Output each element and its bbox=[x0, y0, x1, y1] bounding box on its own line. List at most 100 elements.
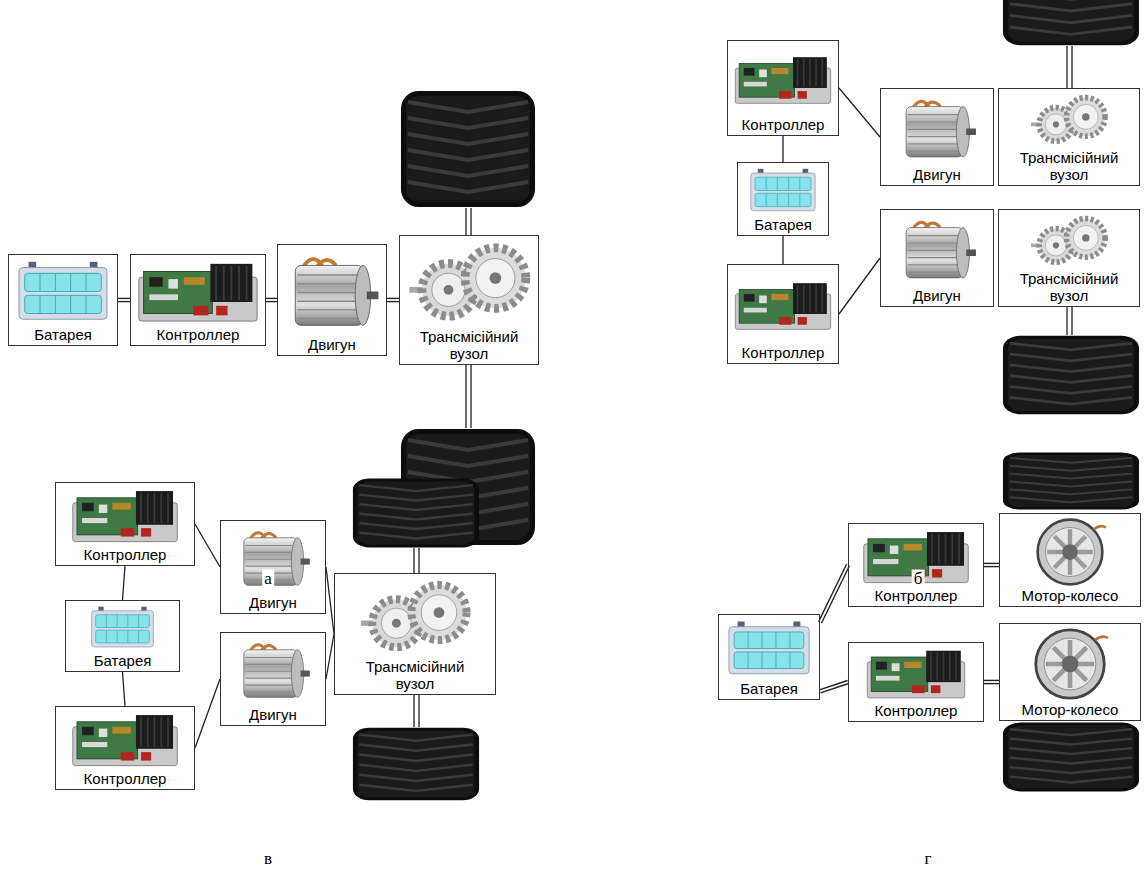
motor-picture bbox=[244, 645, 310, 698]
controller-picture bbox=[735, 57, 830, 103]
component-box: Контроллер bbox=[848, 523, 984, 607]
connector-stroke bbox=[326, 634, 334, 679]
gears-picture bbox=[361, 585, 467, 647]
component-label: Контроллер bbox=[873, 587, 960, 604]
tire-picture bbox=[401, 91, 535, 207]
motor-picture bbox=[906, 222, 976, 278]
connector-line bbox=[820, 682, 848, 691]
tire-picture bbox=[353, 479, 479, 548]
panel-letter: г bbox=[923, 850, 934, 867]
connector-line bbox=[326, 567, 334, 634]
component-box: Трансмісійний вузол bbox=[334, 573, 496, 695]
connector-gap bbox=[984, 564, 999, 566]
component-label: Батарея bbox=[738, 680, 800, 697]
connector-line bbox=[839, 258, 880, 314]
connector-line bbox=[195, 524, 220, 567]
battery-picture bbox=[729, 621, 809, 673]
connector-stroke bbox=[195, 524, 220, 567]
connector-line bbox=[839, 88, 880, 137]
connector-line bbox=[984, 682, 999, 683]
connector-line bbox=[195, 679, 220, 748]
component-box: Двигун bbox=[880, 88, 994, 186]
component-box: Мотор-колесо bbox=[999, 623, 1141, 721]
tire-picture bbox=[1003, 336, 1139, 415]
component-box: Батарея bbox=[8, 254, 118, 346]
motor-picture bbox=[906, 101, 976, 157]
connector-line bbox=[266, 300, 277, 301]
connector-line bbox=[118, 300, 130, 301]
component-box: Контроллер bbox=[848, 642, 984, 722]
connector-line bbox=[123, 566, 126, 600]
connector-stroke bbox=[326, 567, 334, 634]
connector-line bbox=[326, 634, 334, 679]
connector-stroke bbox=[820, 565, 848, 623]
component-box: Батарея bbox=[737, 162, 829, 236]
component-box: Контроллер bbox=[55, 706, 195, 790]
component-label: Трансмісійний вузол bbox=[1008, 270, 1130, 305]
component-label: Батарея bbox=[752, 216, 814, 233]
axle-line bbox=[466, 208, 471, 428]
connector-stroke bbox=[123, 672, 126, 706]
tire-picture bbox=[1003, 452, 1139, 509]
connector-gap bbox=[984, 681, 999, 683]
component-label: Двигун bbox=[911, 287, 963, 304]
panel-letter: в bbox=[262, 850, 274, 867]
component-label: Контроллер bbox=[740, 116, 827, 133]
connector-stroke bbox=[839, 88, 880, 137]
controller-picture bbox=[735, 283, 830, 329]
wheel-motor-picture bbox=[1036, 630, 1108, 698]
component-box: Двигун bbox=[277, 244, 387, 356]
connector-stroke bbox=[839, 258, 880, 314]
component-box: Контроллер bbox=[727, 40, 839, 136]
connector-gap bbox=[118, 299, 130, 301]
connector-gap bbox=[820, 682, 848, 691]
component-box: Двигун bbox=[220, 520, 326, 614]
connector-gap bbox=[266, 299, 277, 301]
component-box: Мотор-колесо bbox=[999, 513, 1141, 607]
controller-picture bbox=[73, 491, 178, 542]
battery-picture bbox=[92, 607, 154, 647]
connector-stroke bbox=[195, 679, 220, 748]
component-label: Контроллер bbox=[740, 344, 827, 361]
gears-picture bbox=[1031, 98, 1105, 142]
connector-stroke bbox=[387, 298, 399, 303]
component-box: Трансмісійний вузол bbox=[998, 88, 1140, 186]
component-box: Трансмісійний вузол bbox=[998, 209, 1140, 307]
component-box: Контроллер bbox=[130, 254, 266, 346]
connector-stroke bbox=[984, 680, 999, 685]
motor-picture bbox=[244, 533, 310, 586]
tire-picture bbox=[353, 728, 479, 801]
component-label: Контроллер bbox=[873, 702, 960, 719]
connector-stroke bbox=[820, 682, 848, 691]
connector-gap bbox=[820, 565, 848, 623]
connector-stroke bbox=[782, 236, 783, 264]
component-box: Контроллер bbox=[55, 482, 195, 566]
component-label: Трансмісійний вузол bbox=[354, 658, 476, 693]
battery-picture bbox=[751, 169, 815, 211]
component-label: Двигун bbox=[247, 706, 299, 723]
component-label: Контроллер bbox=[82, 770, 169, 787]
connector-line bbox=[783, 236, 784, 264]
component-label: Мотор-колесо bbox=[1020, 701, 1121, 718]
connector-stroke bbox=[782, 136, 783, 162]
connector-stroke bbox=[118, 298, 130, 303]
component-label: Батарея bbox=[92, 652, 154, 669]
component-box: Батарея bbox=[718, 614, 820, 700]
component-label: Контроллер bbox=[155, 326, 242, 343]
gears-picture bbox=[1031, 219, 1105, 263]
component-label: Двигун bbox=[306, 336, 358, 353]
connector-stroke bbox=[123, 566, 126, 600]
connector-stroke bbox=[266, 298, 277, 303]
gears-picture bbox=[409, 248, 525, 316]
component-box: Контроллер bbox=[727, 264, 839, 364]
connector-line bbox=[783, 136, 784, 162]
motor-picture bbox=[295, 259, 378, 325]
component-label: Мотор-колесо bbox=[1020, 587, 1121, 604]
component-label: Двигун bbox=[911, 166, 963, 183]
controller-picture bbox=[139, 264, 257, 321]
connector-line bbox=[123, 672, 126, 706]
connector-gap bbox=[387, 299, 399, 301]
